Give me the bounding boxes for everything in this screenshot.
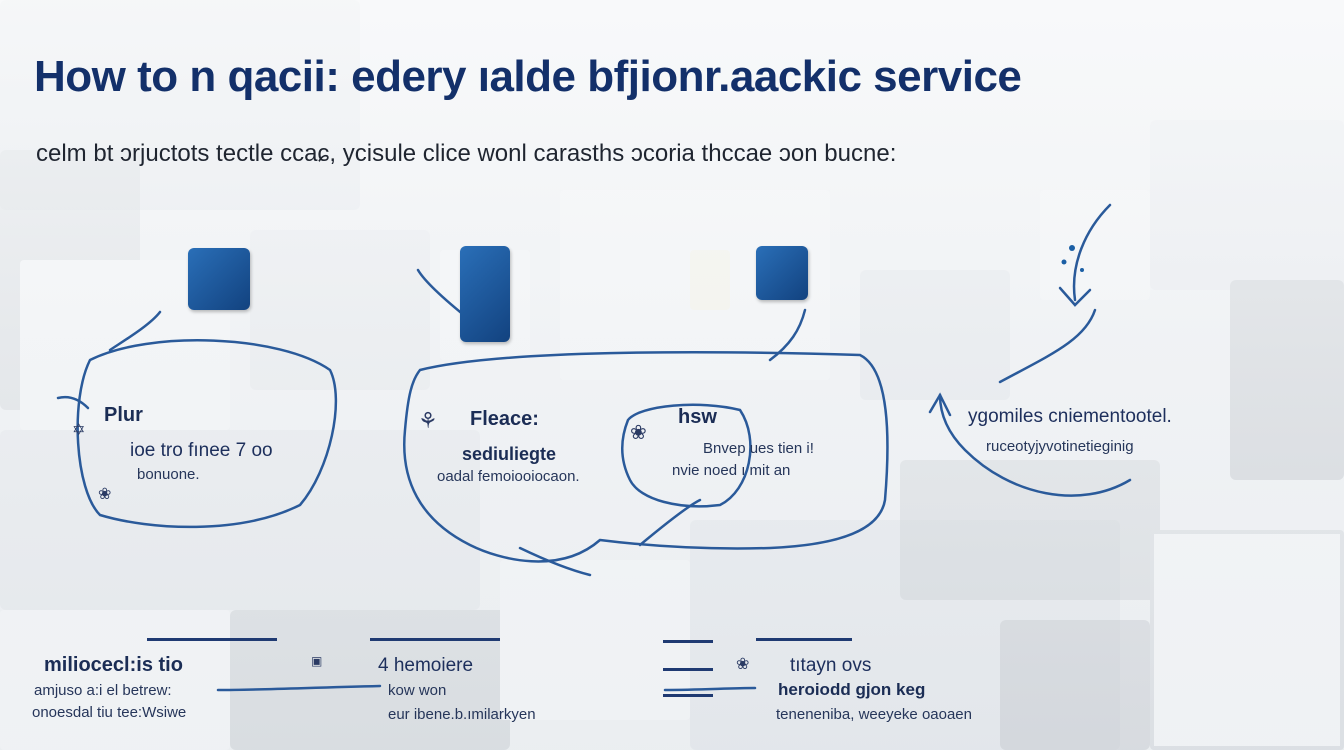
footer-1-line-2: amjuso a:i el betrew: — [34, 682, 172, 699]
footer-divider-1 — [147, 638, 277, 641]
step-2-doodle-icon: ⚘ — [418, 408, 438, 433]
footer-2-line-2: kow won — [388, 682, 447, 699]
step-3-connector — [768, 308, 807, 362]
step-1-title: Plur — [104, 404, 143, 426]
step-1-line-3: bonuone. — [137, 466, 200, 483]
footer-divider-4 — [663, 640, 713, 643]
step-3-bottom-connector — [638, 498, 702, 547]
down-arrow-head — [1058, 286, 1092, 307]
step-1-arrow — [56, 395, 90, 410]
step-1-outline — [76, 339, 338, 529]
footer-3-line-2: heroiodd gjon keg — [778, 680, 926, 699]
step-4-curve — [938, 393, 1132, 497]
step-2-title: Fleace: — [470, 408, 539, 430]
step-2-line-2: sediuliegte — [462, 444, 557, 464]
step-4-arrowhead — [928, 392, 952, 417]
step-4-title: ygomiles cniementootel. — [968, 406, 1172, 427]
footer-3-line-3: teneneniba, weeyeke oaoaen — [776, 706, 972, 723]
step-4-line-2: ruceotyjyvotinetieginig — [986, 438, 1134, 455]
footer-2-title: 4 hemoiere — [378, 655, 474, 676]
footer-1-badge-icon: ▣ — [311, 654, 323, 668]
footer-1-line-3: onoesdal tiu tee:Wsiwe — [32, 704, 187, 721]
step-1-connector — [108, 310, 162, 352]
step-4-top-curve — [998, 308, 1097, 384]
page-subtitle: celm bt ɔrjuctots tectle ccaɕ, ycisule c… — [36, 140, 897, 167]
step-2-bottom-connector — [518, 546, 592, 577]
footer-3-title: tıtayn ovs — [790, 655, 872, 676]
footer-1-title: miliocecl:is tio — [44, 654, 183, 676]
step-2-line-3: oadal femoiooiocaon. — [437, 468, 580, 485]
step-2-outline — [403, 350, 889, 563]
footer-connector-2 — [663, 686, 757, 692]
footer-divider-6 — [663, 694, 713, 697]
folder-icon — [188, 248, 250, 310]
square-app-icon — [756, 246, 808, 300]
step-1-doodle-icon-2: ❀ — [98, 486, 112, 503]
step-3-doodle-icon: ❀ — [630, 422, 647, 444]
down-arrow — [1072, 203, 1112, 302]
step-3-line-2: Bnvep ues tien i! — [703, 440, 814, 457]
footer-3-doodle-icon: ❀ — [736, 656, 750, 673]
footer-divider-5 — [663, 668, 713, 671]
footer-divider-2 — [370, 638, 500, 641]
footer-connector-1 — [216, 684, 382, 692]
footer-2-line-3: eur ibene.b.ımilarkyen — [388, 706, 536, 723]
step-3-bubble — [621, 403, 752, 508]
step-1-doodle-icon: ✡ — [72, 422, 86, 439]
step-3-line-3: nvie noed ı mit an — [672, 462, 791, 479]
step-1-line-2: ioe tro fınee 7 oo — [130, 440, 273, 461]
step-3-title: hsw — [678, 406, 717, 428]
page-title: How to n qacii: edery ıalde bfjionr.aack… — [34, 52, 1022, 101]
footer-divider-3 — [756, 638, 852, 641]
document-icon — [460, 246, 510, 342]
